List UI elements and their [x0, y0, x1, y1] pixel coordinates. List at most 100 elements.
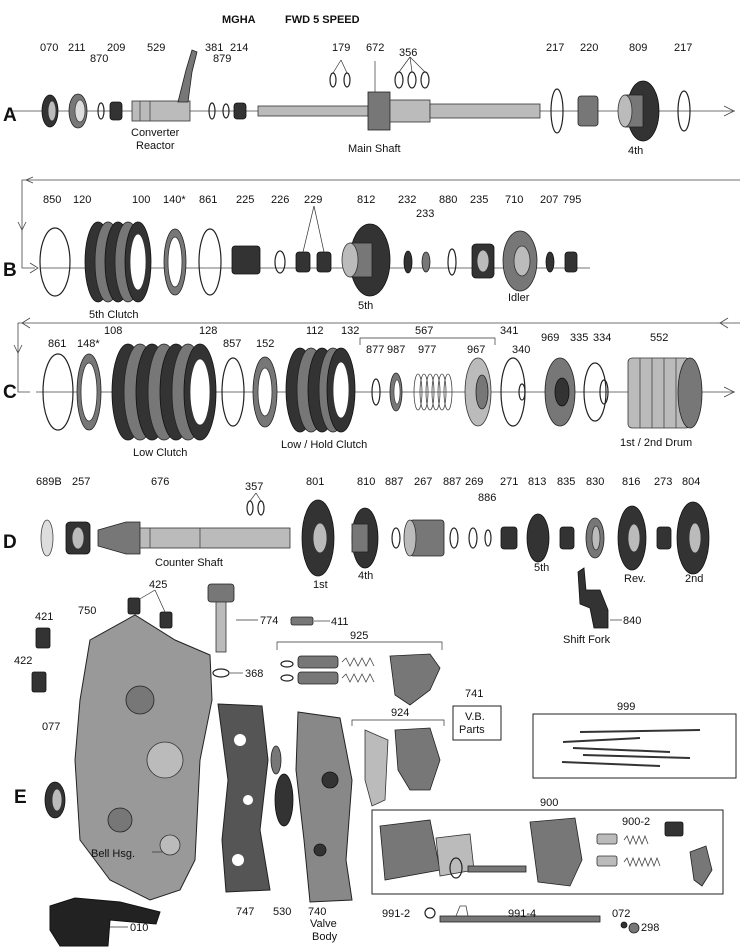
part-number: 795: [563, 194, 581, 206]
part-number: 801: [306, 476, 324, 488]
row-letter: B: [3, 260, 17, 281]
part-number: 672: [366, 42, 384, 54]
part-label: V.B.: [465, 711, 485, 723]
part-number: 209: [107, 42, 125, 54]
part-number: 991-2: [382, 908, 410, 920]
part-number: 070: [40, 42, 58, 54]
part-number: 381: [205, 42, 223, 54]
part-number: 567: [415, 325, 433, 337]
part-number: 747: [236, 906, 254, 918]
part-number: 750: [78, 605, 96, 617]
part-label: Converter: [131, 127, 180, 139]
part-number: 530: [273, 906, 291, 918]
part-number: 298: [641, 922, 659, 934]
row-b: B: [3, 176, 740, 321]
part-number: 411: [331, 616, 349, 628]
part-number: 830: [586, 476, 604, 488]
part-number: 267: [414, 476, 432, 488]
part-number: 077: [42, 721, 60, 733]
part-number: 211: [68, 42, 86, 54]
part-number: 233: [416, 208, 434, 220]
part-number: 804: [682, 476, 700, 488]
part-number: 886: [478, 492, 496, 504]
part-number: 813: [528, 476, 546, 488]
part-number: 225: [236, 194, 254, 206]
part-number: 128: [199, 325, 217, 337]
row-e: E: [14, 579, 737, 947]
part-number: 273: [654, 476, 672, 488]
part-number: 870: [90, 53, 108, 65]
model-description: FWD 5 SPEED: [285, 14, 360, 26]
row-d: D: [3, 476, 710, 646]
part-number: 120: [73, 194, 91, 206]
part-number: 072: [612, 908, 630, 920]
part-number: 999: [617, 701, 635, 713]
part-number: 010: [130, 922, 148, 934]
part-number: 108: [104, 325, 122, 337]
part-number: 880: [439, 194, 457, 206]
part-number: 967: [467, 344, 485, 356]
part-number: 340: [512, 344, 530, 356]
part-label: Low Clutch: [133, 447, 187, 459]
part-number: 207: [540, 194, 558, 206]
part-number: 552: [650, 332, 668, 344]
part-number: 100: [132, 194, 150, 206]
part-number: 710: [505, 194, 523, 206]
part-number: 741: [465, 688, 483, 700]
part-number: 229: [304, 194, 322, 206]
part-number: 214: [230, 42, 248, 54]
part-number: 810: [357, 476, 375, 488]
part-label: Idler: [508, 292, 530, 304]
part-label: Parts: [459, 724, 485, 736]
part-label: 5th: [358, 300, 373, 312]
part-label: Low / Hold Clutch: [281, 439, 367, 451]
part-number: 232: [398, 194, 416, 206]
part-label: Body: [312, 931, 338, 943]
part-label: Reactor: [136, 140, 175, 152]
part-number: 257: [72, 476, 90, 488]
part-number: 850: [43, 194, 61, 206]
part-label: 4th: [358, 570, 373, 582]
part-number: 809: [629, 42, 647, 54]
part-label: 4th: [628, 145, 643, 157]
part-number: 357: [245, 481, 263, 493]
part-number: 421: [35, 611, 53, 623]
row-letter: E: [14, 787, 27, 808]
part-number: 269: [465, 476, 483, 488]
part-number: 969: [541, 332, 559, 344]
part-label: 5th Clutch: [89, 309, 139, 321]
part-number: 335: [570, 332, 588, 344]
part-number: 861: [48, 338, 66, 350]
part-number: 368: [245, 668, 263, 680]
part-number: 356: [399, 47, 417, 59]
part-number: 132: [341, 325, 359, 337]
row-c: C: [3, 317, 740, 459]
part-number: 977: [418, 344, 436, 356]
part-number: 422: [14, 655, 32, 667]
part-number: 179: [332, 42, 350, 54]
part-label: Counter Shaft: [155, 557, 223, 569]
part-number: 840: [623, 615, 641, 627]
part-number: 220: [580, 42, 598, 54]
part-number: 740: [308, 906, 326, 918]
part-number: 991-4: [508, 908, 536, 920]
model-code: MGHA: [222, 14, 256, 26]
part-number: 987: [387, 344, 405, 356]
part-number: 217: [546, 42, 564, 54]
part-label: 1st: [313, 579, 328, 591]
part-number: 676: [151, 476, 169, 488]
part-number: 879: [213, 53, 231, 65]
part-number: 112: [306, 325, 324, 337]
part-number: 774: [260, 615, 278, 627]
part-number: 835: [557, 476, 575, 488]
part-number: 887: [385, 476, 403, 488]
part-label: 2nd: [685, 573, 703, 585]
row-letter: A: [3, 105, 17, 126]
row-letter: D: [3, 532, 17, 553]
part-number: 148*: [77, 338, 100, 350]
part-number: 816: [622, 476, 640, 488]
part-number: 529: [147, 42, 165, 54]
part-number: 857: [223, 338, 241, 350]
part-label: 1st / 2nd Drum: [620, 437, 692, 449]
part-number: 217: [674, 42, 692, 54]
